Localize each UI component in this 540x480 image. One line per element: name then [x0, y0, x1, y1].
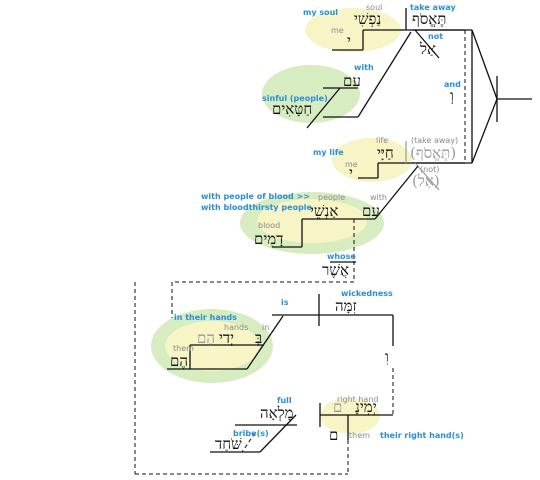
bribes-gloss: bribe(s)	[233, 429, 269, 438]
hands-word: יְדֵי	[219, 329, 234, 347]
wickedness-gloss: wickedness	[341, 289, 393, 298]
my-soul-gloss: my soul	[303, 8, 338, 17]
bloodthirsty-gloss-box: with people of blood >> with bloodthirst…	[201, 192, 312, 212]
take-away-gloss: take away	[410, 3, 456, 12]
prep-with-1: עִם	[343, 72, 361, 90]
bloodthirsty-people-gloss: with people of blood >> with bloodthirst…	[201, 192, 312, 212]
suffix-me: י	[347, 32, 351, 50]
subject-right-hand: יְמִינָ	[355, 398, 377, 416]
whose-gloss: whose	[327, 252, 356, 261]
life-gloss: life	[376, 136, 388, 145]
sinful-people-gloss: sinful (people)	[262, 94, 328, 103]
in-gloss: in	[262, 323, 269, 332]
me-gloss: me	[331, 26, 344, 35]
and-gloss: and	[444, 80, 461, 89]
hands-suffix-grey: הֶם	[197, 329, 215, 347]
object-soul: נַפְשִׁי	[354, 10, 381, 28]
object-life: חַיָּי	[377, 144, 394, 162]
soul-gloss: soul	[366, 3, 382, 12]
right-hand-suffix-grey: ם	[333, 398, 342, 416]
verb-take-away: תֶּאֱסֹף	[412, 10, 446, 28]
relative-clause	[134, 261, 394, 475]
sinful-people-word: חַטָּאִים	[272, 100, 312, 118]
clause-1	[306, 8, 465, 129]
subject-wickedness: זִמָּה	[335, 297, 357, 315]
with-gloss-2: with	[370, 193, 387, 202]
blood-gloss: blood	[258, 221, 280, 230]
me-gloss-2: me	[345, 160, 358, 169]
negation-not-implied: (אַל)	[412, 172, 440, 190]
right-hand-gloss: right hand	[337, 395, 378, 404]
not-gloss: not	[428, 32, 443, 41]
is-gloss: is	[281, 298, 289, 307]
prep-with-2: עִם	[362, 202, 380, 220]
conjunction-and-2: וִ	[385, 348, 389, 366]
full-gloss: full	[277, 396, 292, 405]
relative-whose: אֲשֶׁר	[322, 261, 349, 279]
in-their-hands-gloss: in their hands	[174, 313, 237, 322]
suffix-them: הֶם	[170, 352, 188, 370]
people-word: אַנְשֵׁי	[310, 202, 338, 220]
highlight-my-soul	[305, 8, 401, 52]
verb-take-away-implied: (תֶּאֱסֹף)	[410, 144, 456, 162]
highlight-my-life	[332, 138, 412, 182]
my-life-gloss: my life	[313, 148, 344, 157]
their-right-hands-gloss: their right hand(s)	[380, 431, 464, 440]
highlight-bloodthirsty-core	[257, 199, 367, 243]
highlight-in-their-hands-core	[165, 321, 259, 371]
highlight-sinful-people	[262, 65, 360, 123]
highlight-right-hand	[320, 398, 380, 434]
highlight-layer	[151, 8, 412, 434]
them-gloss-2: them	[349, 431, 370, 440]
them-gloss: them	[173, 344, 194, 353]
clause-2	[172, 141, 465, 283]
not-implied-gloss: (not)	[420, 165, 439, 174]
take-away-implied-gloss: (take away)	[411, 136, 458, 145]
hands-gloss: hands	[224, 323, 248, 332]
suffix-me-2: י	[349, 164, 353, 182]
blood-word: דָמִים	[254, 230, 283, 248]
predicate-full: מָלְאָה	[260, 404, 294, 422]
people-gloss: people	[318, 193, 345, 202]
prep-in: בְּ	[255, 329, 262, 347]
suffix-them-2: ם	[329, 426, 338, 444]
conjunction-and: וְ	[450, 87, 454, 105]
negation-not: אַל	[419, 40, 436, 58]
complement-bribe: שֹּׁחַד	[215, 435, 242, 453]
with-gloss-1: with	[354, 63, 374, 72]
